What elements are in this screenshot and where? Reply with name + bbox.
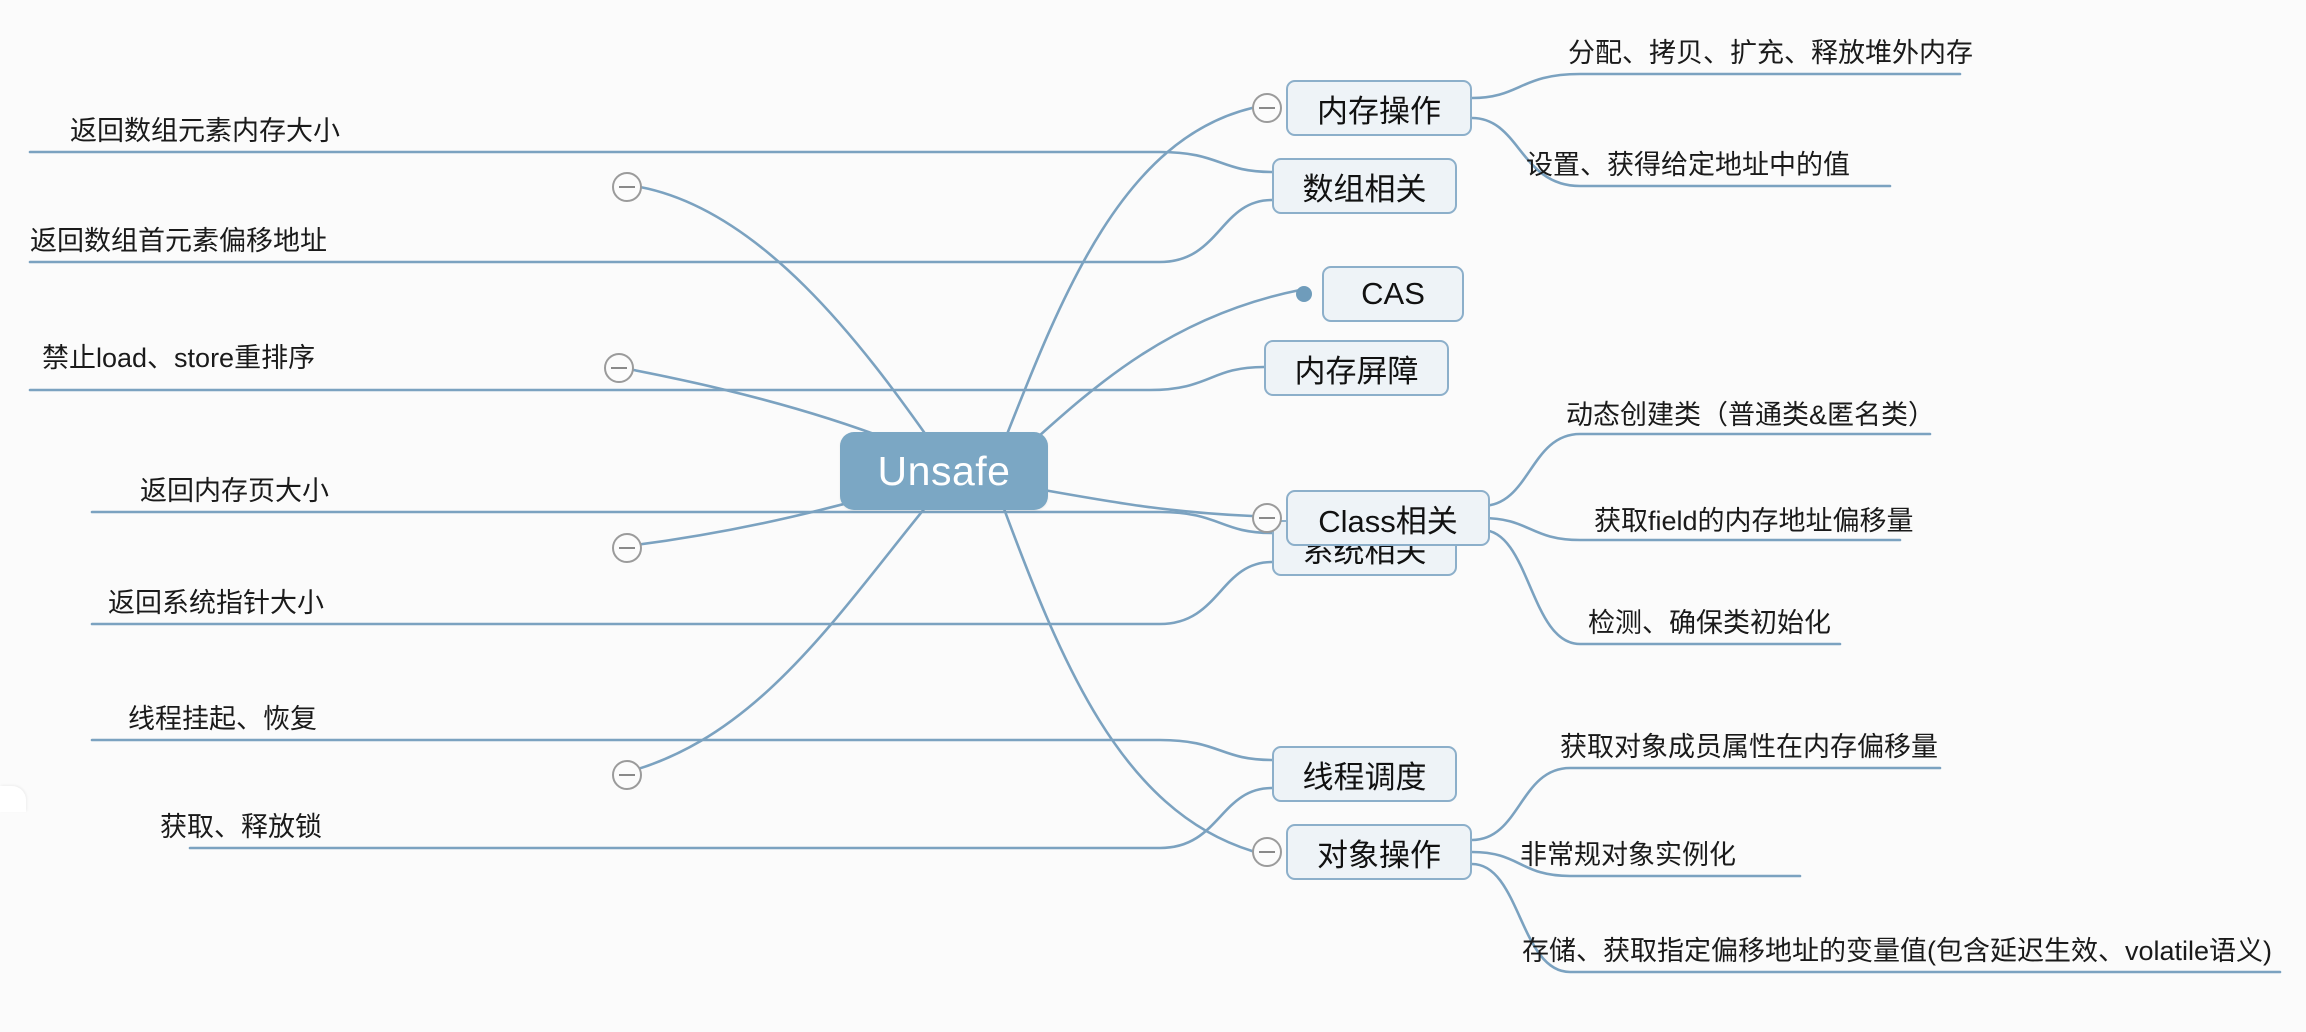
- branch-node-object-ops[interactable]: 对象操作: [1286, 824, 1472, 880]
- leaf-label-objops-2: 存储、获取指定偏移地址的变量值(包含延迟生效、volatile语义): [1522, 936, 2273, 966]
- branch-label-class-related: Class相关: [1318, 503, 1458, 539]
- edge-root-array: [638, 185, 940, 454]
- edge-thread-leaf-0: [90, 738, 1274, 762]
- branch-label-array: 数组相关: [1302, 171, 1427, 207]
- branch-node-cas[interactable]: CAS: [1322, 266, 1464, 322]
- filled-dot-icon-cas[interactable]: [1296, 286, 1312, 302]
- branch-label-object-ops: 对象操作: [1317, 837, 1441, 873]
- minus-circle-icon-memory-barrier[interactable]: [604, 353, 634, 383]
- leaf-label-system-1: 返回系统指针大小: [108, 588, 324, 618]
- leaf-label-memops-1: 设置、获得给定地址中的值: [1526, 150, 1850, 180]
- minus-circle-icon-memory-ops[interactable]: [1252, 93, 1282, 123]
- edge-root-memory-ops: [998, 106, 1254, 454]
- edge-memops-leaf-0: [1470, 72, 1962, 100]
- edge-root-cas: [1008, 288, 1302, 464]
- leaf-label-memops-0: 分配、拷贝、扩充、释放堆外内存: [1568, 38, 1973, 68]
- leaf-label-class-1: 获取field的内存地址偏移量: [1594, 506, 1914, 536]
- minus-circle-icon-class-related[interactable]: [1252, 503, 1282, 533]
- edge-system-leaf-0: [90, 510, 1274, 535]
- minus-circle-icon-object-ops[interactable]: [1252, 837, 1282, 867]
- branch-label-thread-schedule: 线程调度: [1302, 759, 1427, 795]
- root-node-label: Unsafe: [877, 447, 1011, 494]
- branch-node-array[interactable]: 数组相关: [1272, 158, 1457, 214]
- branch-node-memory-ops[interactable]: 内存操作: [1286, 80, 1472, 136]
- branch-node-thread-schedule[interactable]: 线程调度: [1272, 746, 1457, 802]
- leaf-label-system-0: 返回内存页大小: [140, 476, 329, 506]
- edge-objops-leaf-0: [1470, 766, 1942, 842]
- edge-root-thread: [618, 490, 940, 776]
- edge-class-leaf-0: [1480, 432, 1932, 508]
- leaf-label-objops-0: 获取对象成员属性在内存偏移量: [1560, 732, 1938, 762]
- leaf-label-thread-1: 获取、释放锁: [160, 812, 322, 842]
- edge-root-object: [998, 496, 1254, 853]
- leaf-label-objops-1: 非常规对象实例化: [1520, 840, 1736, 870]
- leaf-label-thread-0: 线程挂起、恢复: [128, 704, 317, 734]
- branch-label-memory-barrier: 内存屏障: [1294, 353, 1419, 389]
- branch-node-class-related[interactable]: Class相关: [1286, 490, 1490, 546]
- leaf-label-array-0: 返回数组元素内存大小: [70, 116, 340, 146]
- edge-thread-leaf-1: [188, 786, 1274, 850]
- edge-array-leaf-0: [28, 150, 1274, 174]
- minus-circle-icon-array[interactable]: [612, 172, 642, 202]
- canvas-corner-fold: [0, 786, 26, 812]
- root-node-unsafe[interactable]: Unsafe: [840, 432, 1048, 510]
- minus-circle-icon-system[interactable]: [612, 533, 642, 563]
- branch-label-memory-ops: 内存操作: [1317, 93, 1441, 129]
- leaf-label-barrier-0: 禁止load、store重排序: [42, 343, 316, 373]
- minus-circle-icon-thread-schedule[interactable]: [612, 760, 642, 790]
- leaf-label-array-1: 返回数组首元素偏移地址: [30, 226, 327, 256]
- branch-node-memory-barrier[interactable]: 内存屏障: [1264, 340, 1449, 396]
- leaf-label-class-0: 动态创建类（普通类&匿名类）: [1566, 400, 1936, 430]
- leaf-label-class-2: 检测、确保类初始化: [1588, 608, 1831, 638]
- branch-label-cas: CAS: [1361, 276, 1425, 311]
